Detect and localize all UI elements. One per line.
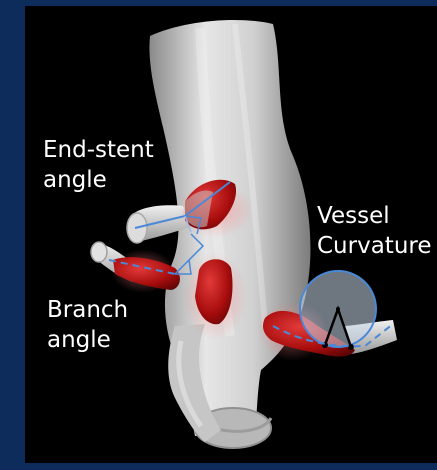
branch-angle-label: Branch angle	[47, 296, 128, 356]
vessel-curvature-label: Vessel Curvature	[317, 202, 432, 262]
end-stent-angle-label: End-stent angle	[43, 136, 154, 196]
render-panel: End-stent angle Vessel Curvature Branch …	[25, 6, 437, 463]
